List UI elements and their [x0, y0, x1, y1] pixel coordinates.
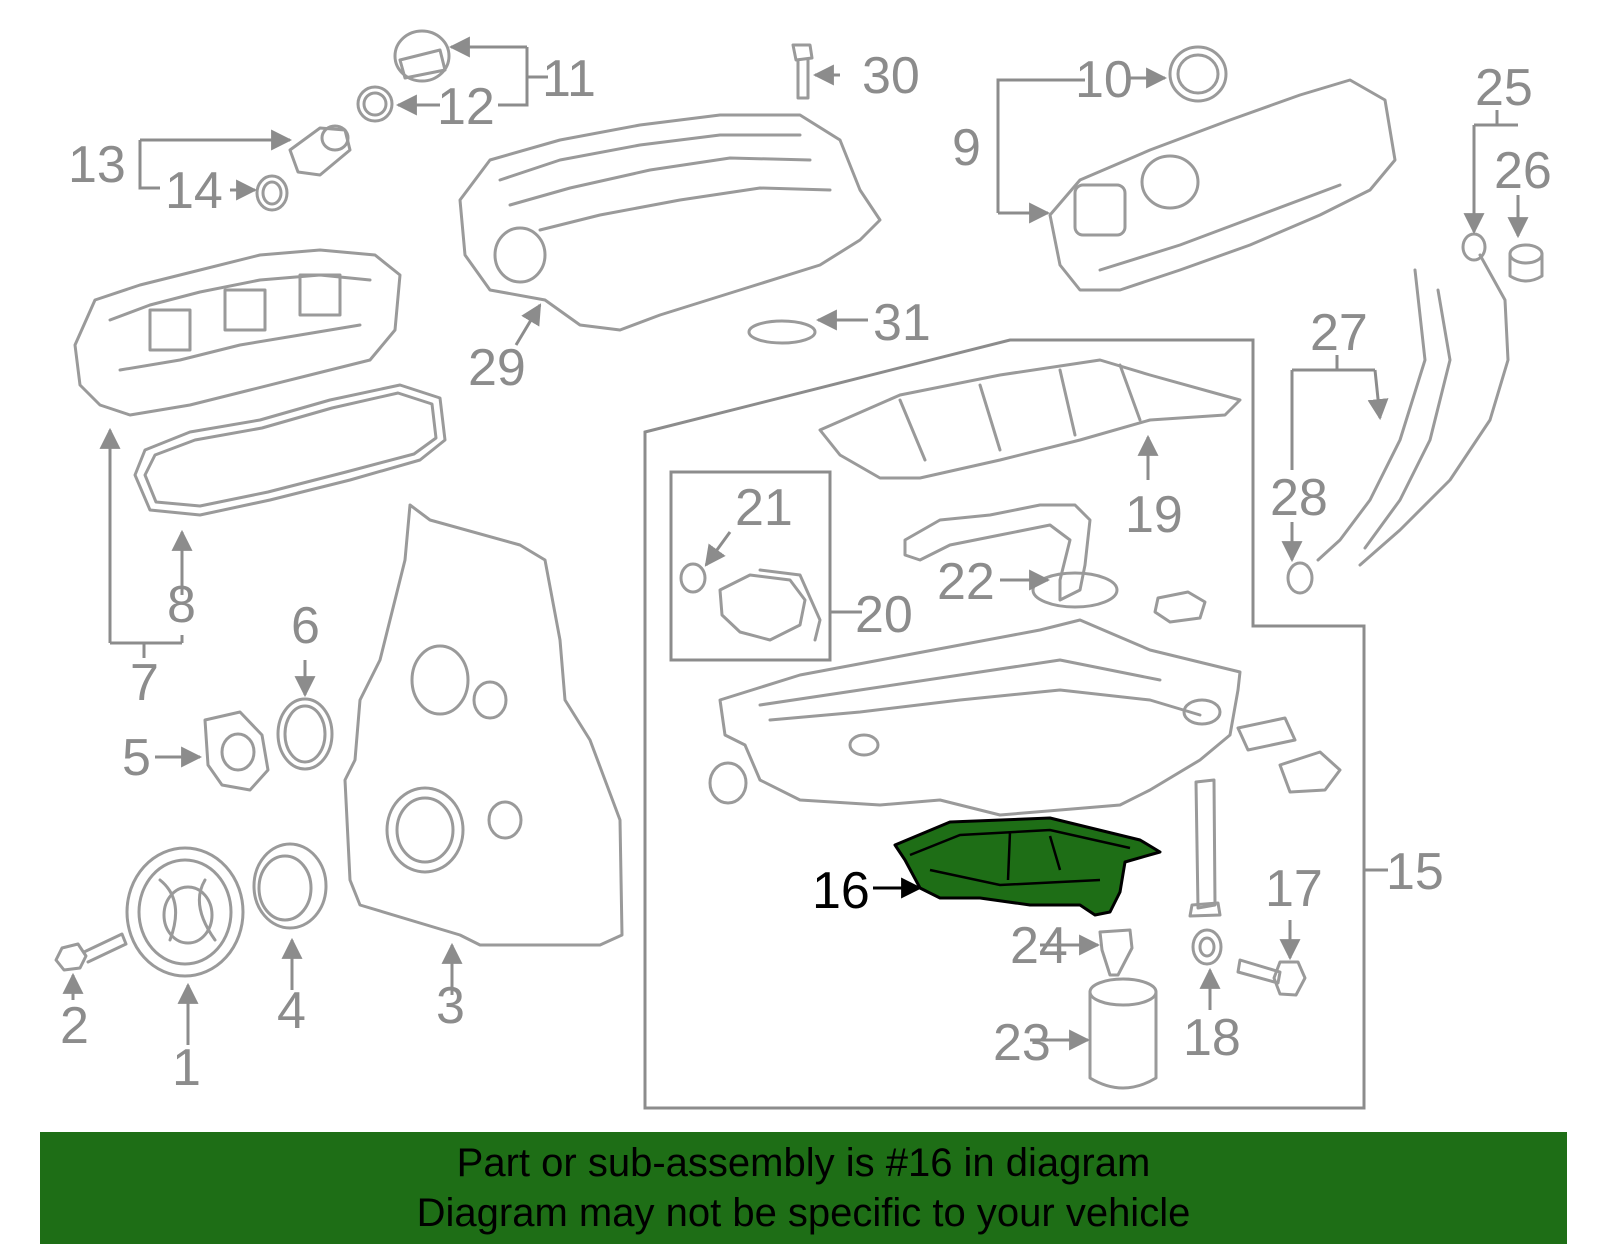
banner-line-1: Part or sub-assembly is #16 in diagram [456, 1141, 1151, 1185]
oil-pan-upper [718, 618, 1242, 817]
oil-filter-fitting [1098, 928, 1134, 977]
sensor-gasket [276, 697, 334, 771]
pickup-nut [1153, 590, 1207, 624]
oil-filter-stud [1188, 778, 1222, 918]
filler-tube-seal [255, 174, 289, 212]
engine-front-cover [343, 503, 624, 947]
callout-15: 15 [1386, 843, 1444, 901]
callout-5: 5 [122, 729, 151, 787]
callout-4: 4 [277, 982, 306, 1040]
manifold-bolt [791, 43, 814, 100]
callout-23: 23 [993, 1014, 1051, 1072]
callout-28: 28 [1270, 469, 1328, 527]
oil-filler-tube [288, 124, 352, 177]
callout-labels: 1 2 3 4 5 6 7 8 9 10 11 12 13 14 15 16 1… [60, 47, 1552, 1097]
callout-19: 19 [1125, 486, 1183, 544]
balancer-bolt [54, 932, 128, 972]
leader-lines [62, 36, 1529, 1051]
manifold-gasket [747, 319, 817, 345]
callout-9: 9 [952, 119, 981, 177]
filler-cap-seal [356, 85, 394, 123]
oil-fill-cap [1168, 45, 1228, 103]
callout-13: 13 [68, 136, 126, 194]
callout-17: 17 [1265, 860, 1323, 918]
sensor-group-box [669, 470, 832, 662]
oil-pan-group-box [643, 338, 1366, 1110]
oil-pan-lower-highlighted [893, 816, 1162, 917]
oil-pan-cover-gasket [1236, 716, 1342, 794]
callout-24: 24 [1010, 917, 1068, 975]
front-crank-seal [252, 842, 328, 930]
dipstick-cap [1508, 243, 1544, 283]
oil-level-dipstick [1316, 253, 1510, 567]
oil-pan-bolt [1236, 958, 1307, 997]
callout-8: 8 [167, 576, 196, 634]
valve-cover-left [73, 248, 402, 417]
oil-level-sensor [679, 562, 822, 642]
callout-7: 7 [130, 654, 159, 712]
callout-18: 18 [1183, 1009, 1241, 1067]
valve-cover-gasket-left [133, 383, 447, 517]
info-banner: Part or sub-assembly is #16 in diagram D… [40, 1132, 1567, 1244]
oil-filter [1088, 977, 1158, 1090]
callout-25: 25 [1475, 59, 1533, 117]
dipstick-tube-seal [1286, 561, 1314, 595]
callout-3: 3 [436, 977, 465, 1035]
callout-26: 26 [1494, 142, 1552, 200]
oil-filler-cap [393, 29, 451, 83]
oil-pan-baffle [818, 358, 1242, 480]
callout-2: 2 [60, 997, 89, 1055]
callout-29: 29 [468, 339, 526, 397]
callout-12: 12 [437, 78, 495, 136]
drain-plug-washer [1191, 928, 1223, 966]
callout-1: 1 [172, 1039, 201, 1097]
intake-manifold [458, 113, 882, 332]
rear-seal [708, 761, 748, 805]
callout-22: 22 [937, 553, 995, 611]
callout-10: 10 [1075, 51, 1133, 109]
callout-20: 20 [855, 586, 913, 644]
callout-31: 31 [873, 294, 931, 352]
callout-14: 14 [165, 162, 223, 220]
callout-21: 21 [735, 479, 793, 537]
crankshaft-balancer [125, 846, 245, 978]
callout-6: 6 [291, 597, 320, 655]
banner-line-2: Diagram may not be specific to your vehi… [416, 1191, 1191, 1235]
callout-11: 11 [542, 50, 596, 108]
valve-cover-right [1048, 78, 1397, 292]
callout-27: 27 [1310, 304, 1368, 362]
camshaft-position-sensor [203, 710, 270, 792]
callout-30: 30 [862, 47, 920, 105]
callout-16: 16 [812, 862, 870, 920]
